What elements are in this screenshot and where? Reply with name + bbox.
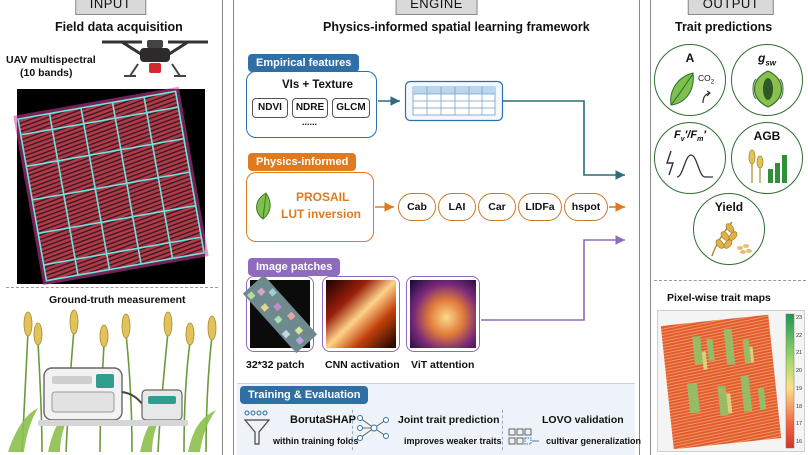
uav-label: UAV multispectral [6, 54, 96, 66]
colorbar-tick: 16 [796, 439, 803, 445]
colorbar-tick: 23 [796, 315, 803, 321]
patches-label: Image patches [248, 258, 341, 276]
param-car: Car [478, 193, 516, 221]
fluorescence-icon [666, 150, 713, 178]
colorbar-tick: 19 [796, 385, 803, 392]
borutashap-desc: within training folds [273, 436, 359, 446]
grain-icon [711, 221, 752, 257]
ground-title: Ground-truth measurement [49, 294, 186, 306]
cnn-caption: CNN activation [325, 359, 400, 371]
lovo-title: LOVO validation [542, 414, 624, 426]
trait-a-circle: A CO2 [654, 44, 726, 116]
leaf-icon [256, 192, 271, 220]
chip-ndvi: NDVI [252, 98, 288, 118]
param-lai: LAI [438, 193, 476, 221]
prosail-title: PROSAIL [296, 190, 350, 204]
trait-fm-subscript: m [697, 136, 704, 144]
trait-colorbar [785, 313, 795, 449]
param-hspot: hspot [564, 193, 608, 221]
biomass-bars-icon [748, 149, 787, 184]
chip-ndre: NDRE [292, 98, 328, 118]
output-divider [654, 280, 806, 281]
empirical-label: Empirical features [248, 54, 360, 72]
physics-label: Physics-informed [248, 153, 357, 171]
field-plot-grid [13, 86, 209, 286]
trait-map-title: Pixel-wise trait maps [667, 292, 771, 304]
colorbar-tick: 18 [796, 403, 803, 410]
stomata-icon [752, 70, 784, 108]
trait-agb-label: AGB [753, 129, 781, 143]
trait-fv-label: F [674, 129, 681, 141]
funnel-icon [243, 410, 271, 445]
co2-text: CO [698, 73, 711, 83]
cnn-activation-map [326, 280, 396, 348]
training-label: Training & Evaluation [240, 386, 369, 404]
engine-title: Physics-informed spatial learning framew… [323, 20, 590, 34]
wheat-field-instrument-illustration [8, 309, 217, 453]
empirical-box-title: VIs + Texture [282, 79, 354, 91]
borutashap-title: BorutaSHAP [290, 414, 357, 426]
trait-gsw-label: g [757, 51, 766, 65]
trait-agb-circle: AGB [731, 122, 803, 194]
uav-bands: (10 bands) [20, 67, 73, 79]
colorbar-tick: 20 [796, 368, 803, 375]
colorbar-tick: 17 [796, 421, 803, 428]
trait-a-label: A [685, 51, 695, 65]
lovo-desc: cultivar generalization [546, 436, 642, 446]
chip-more: ...... [302, 117, 318, 127]
trait-gsw-subscript: sw [765, 58, 776, 68]
trait-map-image [660, 314, 782, 450]
colorbar-tick: 21 [796, 350, 803, 357]
patch-caption: 32*32 patch [246, 359, 305, 371]
param-lidfa: LIDFa [518, 193, 562, 221]
lovo-icon [508, 428, 539, 445]
drone-icon [102, 40, 208, 77]
vit-attention-map [410, 280, 476, 348]
patch-image [242, 274, 318, 354]
trait-yield-circle: Yield [693, 193, 765, 265]
trait-yield-label: Yield [714, 200, 744, 214]
output-tab: OUTPUT [687, 0, 775, 15]
trait-fvfm-circle: Fv′/Fm′ [654, 122, 726, 194]
training-divider-2 [502, 410, 503, 450]
trait-fm-prime: ′ [703, 129, 706, 141]
engine-tab: ENGINE [395, 0, 478, 15]
joint-prediction-title: Joint trait prediction [398, 414, 500, 426]
network-icon [357, 415, 389, 441]
input-divider [6, 287, 218, 288]
input-tab: INPUT [74, 0, 147, 15]
colorbar-tick: 22 [796, 332, 803, 339]
feature-table-icon [404, 80, 504, 122]
trait-fv-subscript: v [680, 136, 685, 144]
trait-fm-label: ′/F [684, 129, 698, 141]
trait-gsw-circle: gsw [731, 44, 803, 116]
vit-caption: ViT attention [411, 359, 475, 371]
joint-prediction-desc: improves weaker traits [404, 436, 502, 446]
input-title: Field data acquisition [55, 20, 183, 34]
training-divider-1 [352, 410, 353, 450]
co2-subscript: 2 [710, 79, 715, 86]
chip-glcm: GLCM [332, 98, 370, 118]
leaf-co2-icon [670, 72, 711, 106]
lut-inversion-title: LUT inversion [281, 207, 362, 221]
param-cab: Cab [398, 193, 436, 221]
output-title: Trait predictions [675, 20, 773, 34]
